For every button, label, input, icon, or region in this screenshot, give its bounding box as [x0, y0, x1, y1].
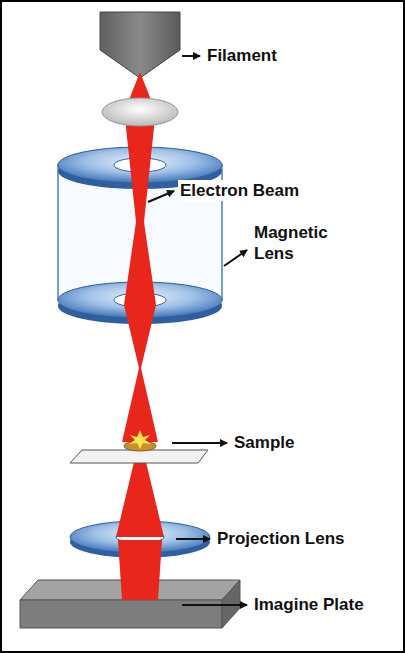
electron-beam	[116, 72, 164, 600]
beam-label: Electron Beam	[178, 180, 301, 201]
lens-label: Magnetic Lens	[252, 222, 348, 264]
plate-label: Imagine Plate	[252, 594, 366, 615]
filament-shape	[100, 12, 180, 78]
sample-slide	[70, 430, 208, 463]
sample-label: Sample	[232, 432, 296, 453]
leader-arrows	[148, 56, 247, 605]
projection-label: Projection Lens	[215, 528, 347, 549]
filament-label: Filament	[205, 45, 279, 66]
condenser-lens	[102, 98, 178, 126]
